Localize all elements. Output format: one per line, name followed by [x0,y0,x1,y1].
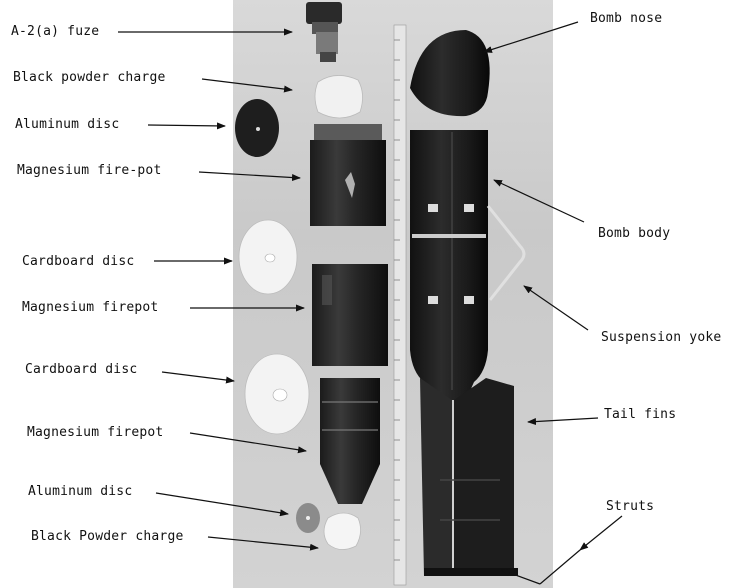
magnesium-firepot-2 [312,264,388,366]
arrow-black-powder-2 [207,536,319,551]
label-magnesium-firepot-2: Magnesium firepot [22,300,159,315]
fuze-part [306,2,342,62]
arrow-cardboard-2 [161,371,235,384]
cardboard-disc-1 [238,219,298,295]
tail-fins-part [420,378,518,576]
label-struts: Struts [606,499,655,514]
struts-leader-connector [539,549,581,585]
ruler [393,24,407,586]
label-suspension-yoke: Suspension yoke [601,330,722,345]
label-black-powder-charge-2: Black Powder charge [31,529,184,544]
leader-arrows [118,21,623,585]
bomb-body-part [410,130,488,400]
arrow-suspension-yoke [523,285,589,331]
arrow-firepot-3 [189,432,307,454]
label-aluminum-disc-2: Aluminum disc [28,484,133,499]
arrow-struts [579,515,623,551]
label-bomb-body: Bomb body [598,226,671,241]
label-fuze: A-2(a) fuze [11,24,100,39]
label-aluminum-disc-1: Aluminum disc [15,117,120,132]
arrow-bomb-body [493,179,585,223]
arrow-bomb-nose [483,21,579,53]
arrow-black-powder-1 [201,78,293,93]
label-cardboard-disc-2: Cardboard disc [25,362,138,377]
label-tail-fins: Tail fins [604,407,677,422]
arrow-aluminum-disc-1 [147,122,226,130]
bomb-nose-part [410,30,490,117]
magnesium-firepot-1 [310,124,386,226]
struts-part [440,479,500,521]
arrow-firepot-1 [198,171,301,182]
cardboard-disc-2 [244,353,310,435]
label-black-powder-charge-1: Black powder charge [13,70,166,85]
black-powder-charge-2 [323,512,361,550]
label-bomb-nose: Bomb nose [590,11,663,26]
label-magnesium-firepot-1: Magnesium fire-pot [17,163,162,178]
aluminum-disc-2 [296,503,320,533]
magnesium-firepot-3 [320,378,380,504]
arrow-struts-2 [501,569,541,585]
aluminum-disc-1 [235,99,279,157]
arrow-tail-fins [527,417,599,426]
black-powder-charge-1 [314,75,363,119]
suspension-yoke-part [486,205,526,301]
label-magnesium-firepot-3: Magnesium firepot [27,425,164,440]
arrow-aluminum-disc-2 [155,492,289,517]
label-cardboard-disc-1: Cardboard disc [22,254,135,269]
